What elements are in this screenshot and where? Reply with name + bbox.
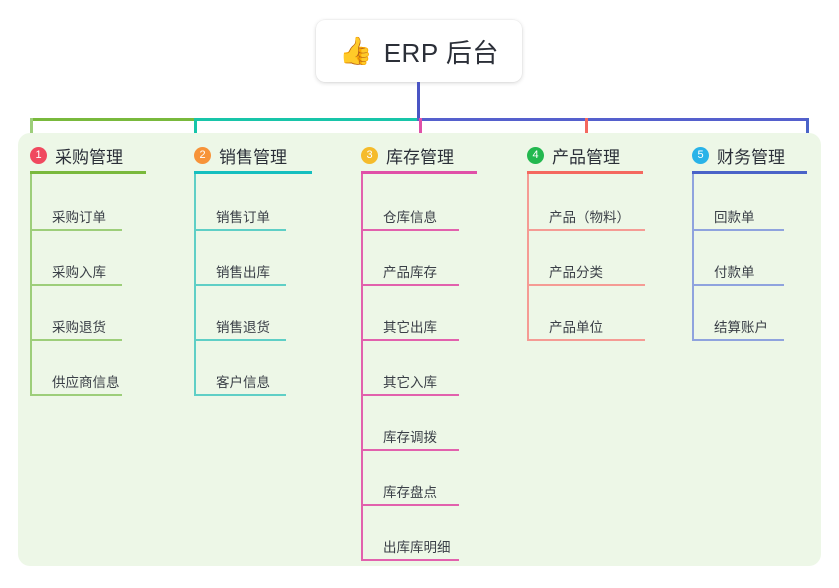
branch-item-underline: [692, 229, 784, 231]
branch-spine: [527, 174, 529, 341]
branch-item-label: 仓库信息: [383, 210, 437, 225]
branch-header-4[interactable]: 4 产品管理: [527, 143, 620, 168]
branch-item-label: 销售出库: [216, 265, 270, 280]
branch-number-badge: 4: [527, 147, 544, 164]
branch-number-badge: 1: [30, 147, 47, 164]
branch-header-3[interactable]: 3 库存管理: [361, 143, 454, 168]
branch-title: 采购管理: [55, 148, 123, 167]
branch-item-label: 回款单: [714, 210, 755, 225]
branch-header-2[interactable]: 2 销售管理: [194, 143, 287, 168]
branch-item-underline: [30, 339, 122, 341]
branch-item-underline: [30, 284, 122, 286]
root-title: ERP 后台: [383, 37, 499, 68]
branch-underline: [527, 171, 643, 174]
branch-underline: [194, 171, 312, 174]
branch-title: 财务管理: [717, 148, 785, 167]
branch-item-label: 产品（物料）: [549, 210, 630, 225]
branch-header-1[interactable]: 1 采购管理: [30, 143, 123, 168]
trunk-segment-blue: [417, 118, 809, 121]
branch-underline: [361, 171, 477, 174]
branch-item-underline: [30, 394, 122, 396]
branch-spine: [361, 174, 363, 561]
branch-item-underline: [194, 339, 286, 341]
branch-item-underline: [361, 229, 459, 231]
branch-item-underline: [361, 559, 459, 561]
branch-item-underline: [30, 229, 122, 231]
branch-item-underline: [361, 394, 459, 396]
branch-item-underline: [527, 229, 645, 231]
branch-item-underline: [692, 284, 784, 286]
branch-item-label: 其它出库: [383, 320, 437, 335]
branch-item-label: 付款单: [714, 265, 755, 280]
branch-item-underline: [361, 504, 459, 506]
branch-item-label: 库存调拨: [383, 430, 437, 445]
branch-item-label: 销售退货: [216, 320, 270, 335]
branch-header-5[interactable]: 5 财务管理: [692, 143, 785, 168]
branch-title: 库存管理: [386, 148, 454, 167]
branch-item-label: 采购退货: [52, 320, 106, 335]
branch-item-label: 结算账户: [714, 320, 768, 335]
branch-title: 产品管理: [552, 148, 620, 167]
trunk-segment-green: [30, 118, 195, 121]
branch-item-label: 产品库存: [383, 265, 437, 280]
branches-panel: [18, 133, 821, 566]
branch-item-underline: [194, 229, 286, 231]
branch-item-underline: [527, 339, 645, 341]
branch-title: 销售管理: [219, 148, 287, 167]
branch-item-label: 其它入库: [383, 375, 437, 390]
branch-number-badge: 5: [692, 147, 709, 164]
branch-item-underline: [361, 339, 459, 341]
root-node[interactable]: 👍 ERP 后台: [316, 20, 522, 82]
branch-item-label: 客户信息: [216, 375, 270, 390]
branch-item-underline: [361, 284, 459, 286]
trunk-segment-teal: [194, 118, 419, 121]
branch-item-underline: [194, 284, 286, 286]
branch-item-underline: [361, 449, 459, 451]
branch-item-underline: [194, 394, 286, 396]
branch-item-underline: [692, 339, 784, 341]
branch-underline: [692, 171, 807, 174]
branch-item-label: 出库库明细: [383, 540, 451, 555]
branch-item-label: 库存盘点: [383, 485, 437, 500]
branch-item-label: 供应商信息: [52, 375, 120, 390]
branch-item-label: 采购入库: [52, 265, 106, 280]
branch-number-badge: 3: [361, 147, 378, 164]
branch-underline: [30, 171, 146, 174]
branch-number-badge: 2: [194, 147, 211, 164]
branch-item-label: 产品分类: [549, 265, 603, 280]
branch-item-label: 销售订单: [216, 210, 270, 225]
branch-spine: [692, 174, 694, 341]
branch-item-label: 采购订单: [52, 210, 106, 225]
thumbs-up-icon: 👍: [339, 35, 373, 66]
root-stem: [417, 82, 420, 120]
branch-item-label: 产品单位: [549, 320, 603, 335]
branch-item-underline: [527, 284, 645, 286]
